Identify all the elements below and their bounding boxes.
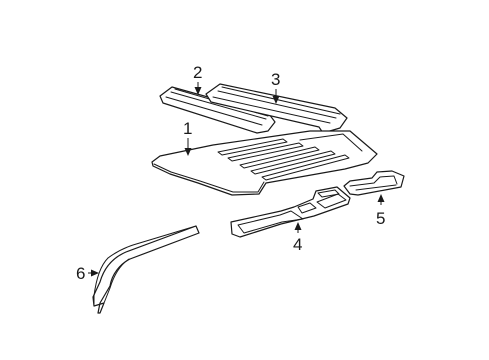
part-5-rear-bracket <box>343 170 405 196</box>
part-4-header-bracket <box>230 186 351 238</box>
callout-5: 5 <box>376 194 385 228</box>
callout-1-label: 1 <box>183 119 192 138</box>
callout-4: 4 <box>293 222 302 254</box>
callout-2-label: 2 <box>193 63 202 82</box>
callout-6-label: 6 <box>76 264 85 283</box>
callout-4-label: 4 <box>293 235 302 254</box>
callout-1: 1 <box>183 119 192 156</box>
callout-3-arrowhead <box>272 96 280 104</box>
callout-2: 2 <box>193 63 202 95</box>
callout-5-arrowhead <box>377 194 385 202</box>
callout-3: 3 <box>271 70 280 104</box>
callout-2-arrowhead <box>194 87 202 95</box>
part-3-roof-bow-right <box>205 83 348 134</box>
callout-6-arrowhead <box>91 269 99 277</box>
part-6-weatherstrip <box>92 225 200 314</box>
callout-1-arrowhead <box>184 148 192 156</box>
callout-6: 6 <box>76 264 99 283</box>
callout-4-arrowhead <box>294 222 302 230</box>
part-1-roof-panel <box>151 130 378 196</box>
callout-3-label: 3 <box>271 70 280 89</box>
callout-5-label: 5 <box>376 209 385 228</box>
